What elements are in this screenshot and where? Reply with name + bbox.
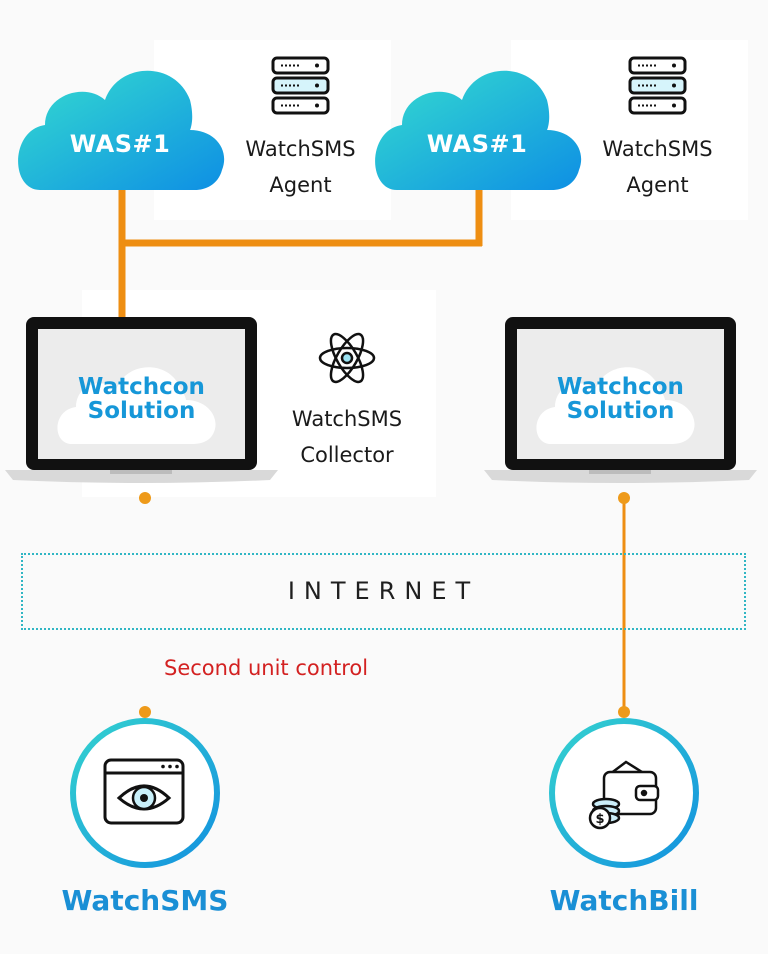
laptop-label-left: Watchcon Solution: [38, 375, 245, 423]
svg-text:$: $: [595, 812, 604, 827]
agent-label-line2: Agent: [626, 173, 689, 197]
vertical-connector-right: [618, 492, 630, 718]
agent-label-line2: Agent: [269, 173, 332, 197]
collector-label-line2: Collector: [300, 443, 394, 467]
cloud-right: [375, 70, 582, 190]
product-label-watchsms: WatchSMS: [61, 884, 229, 917]
wallet-icon: $: [588, 760, 660, 830]
agent-label-line1: WatchSMS: [602, 137, 713, 161]
agent-label-line1: WatchSMS: [245, 137, 356, 161]
laptop-label-right: Watchcon Solution: [517, 375, 724, 423]
collector-label-line1: WatchSMS: [291, 407, 403, 431]
agent-label-right: WatchSMS Agent: [575, 131, 740, 203]
atom-icon: [318, 332, 376, 384]
server-icon: [628, 56, 687, 115]
agent-label-left: WatchSMS Agent: [218, 131, 383, 203]
collector-label: WatchSMS Collector: [266, 401, 428, 473]
server-icon: [271, 56, 330, 115]
laptop-label-line1: Watchcon: [557, 374, 684, 400]
laptop-right: [484, 317, 757, 483]
second-unit-control-label: Second unit control: [164, 656, 369, 680]
laptop-label-line2: Solution: [566, 398, 675, 424]
laptop-label-line1: Watchcon: [78, 374, 205, 400]
vertical-connector-left: [139, 492, 151, 718]
cloud-left: [18, 70, 225, 190]
cloud-connectors: [118, 180, 483, 320]
laptop-left: [5, 317, 278, 483]
cloud-label-right: WAS#1: [426, 130, 528, 158]
eye-window-icon: [103, 758, 185, 825]
laptop-label-line2: Solution: [87, 398, 196, 424]
product-label-watchbill: WatchBill: [549, 884, 699, 917]
internet-band: INTERNET: [21, 553, 746, 630]
internet-label: INTERNET: [287, 577, 480, 605]
cloud-label-left: WAS#1: [69, 130, 171, 158]
